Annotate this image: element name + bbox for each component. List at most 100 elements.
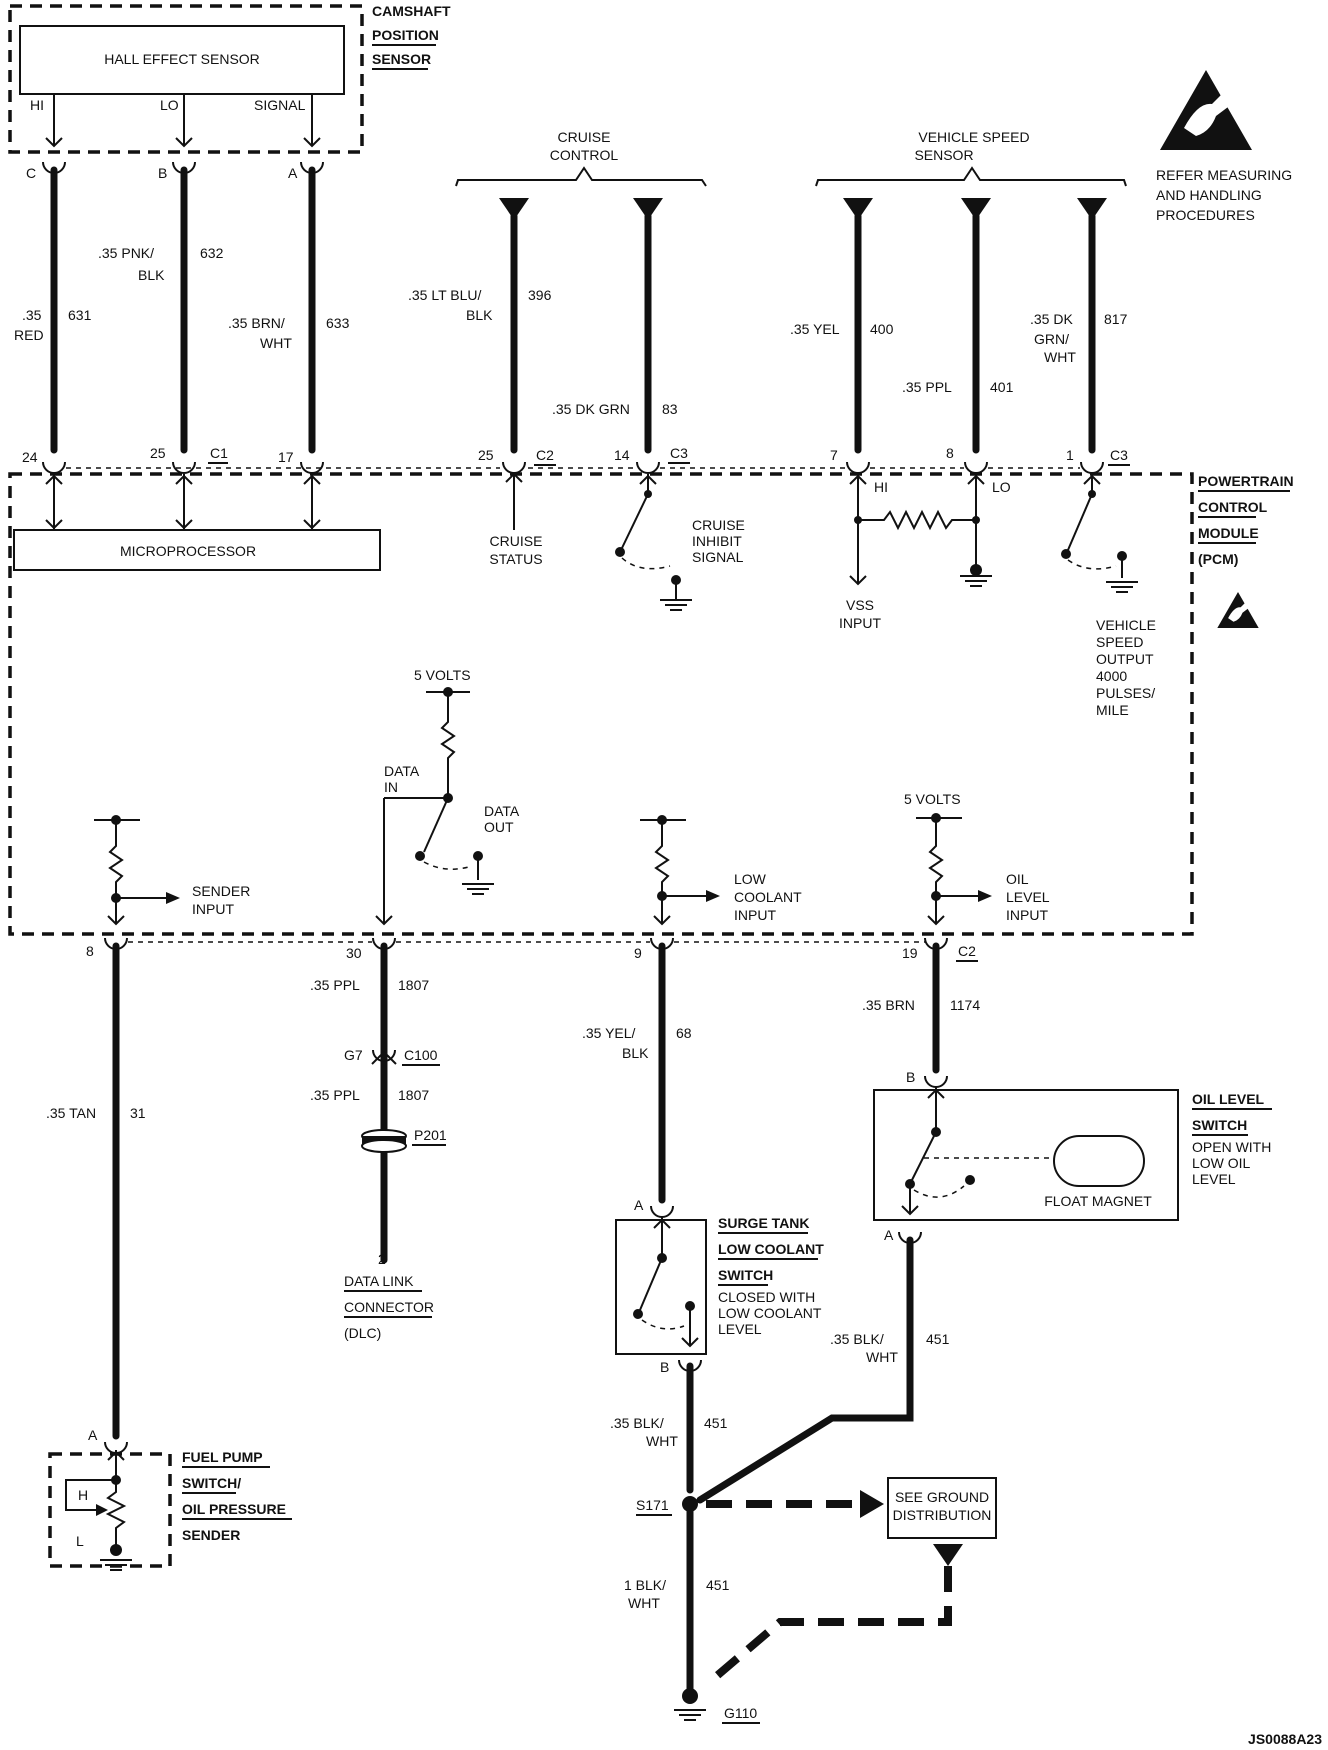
see-ground-2: DISTRIBUTION bbox=[893, 1507, 992, 1523]
wire-401-label: .35 PPL bbox=[902, 379, 952, 395]
wire-633-circuit: 633 bbox=[326, 315, 350, 331]
pcm-pin-24: 24 bbox=[22, 449, 38, 465]
sender-input-1: SENDER bbox=[192, 883, 250, 899]
wire-31-circuit: 31 bbox=[130, 1105, 146, 1121]
connector-c2-bottom: C2 bbox=[958, 943, 976, 959]
wire-31-label: .35 TAN bbox=[46, 1105, 96, 1121]
wire-451-oil-color: WHT bbox=[866, 1349, 898, 1365]
five-volts-oil-label: 5 VOLTS bbox=[904, 791, 961, 807]
vss-out-1: VEHICLE bbox=[1096, 617, 1156, 633]
cmp-conn-c: C bbox=[26, 165, 36, 181]
connector-c2-top: C2 bbox=[536, 447, 554, 463]
cmp-pin-hi: HI bbox=[30, 97, 44, 113]
wire-451-ground-circuit: 451 bbox=[706, 1577, 730, 1593]
vss-hi: HI bbox=[874, 479, 888, 495]
data-link-connector: .35 PPL 1807 G7 C100 .35 PPL 1807 P201 2… bbox=[310, 942, 447, 1341]
cruise-inhibit-1: CRUISE bbox=[692, 517, 745, 533]
wire-1174-label: .35 BRN bbox=[862, 997, 915, 1013]
float-magnet-label: FLOAT MAGNET bbox=[1044, 1193, 1152, 1209]
pcm-title-4: (PCM) bbox=[1198, 551, 1238, 567]
pcm-pin-17: 17 bbox=[278, 449, 294, 465]
cruise-title-2: CONTROL bbox=[550, 147, 619, 163]
fuel-pump-pin-a: A bbox=[88, 1427, 98, 1443]
coolant-note-2: LOW COOLANT bbox=[718, 1305, 822, 1321]
wire-817-size: .35 DK bbox=[1030, 311, 1073, 327]
cmp-title-3: SENSOR bbox=[372, 51, 431, 67]
data-out-2: OUT bbox=[484, 819, 514, 835]
oil-pin-b: B bbox=[906, 1069, 915, 1085]
five-volts-label: 5 VOLTS bbox=[414, 667, 471, 683]
esd-note-1: REFER MEASURING bbox=[1156, 167, 1292, 183]
esd-warning-icon bbox=[1160, 70, 1252, 150]
vss-input-1: VSS bbox=[846, 597, 874, 613]
vss-input-2: INPUT bbox=[839, 615, 881, 631]
fuel-pump-title-1: FUEL PUMP bbox=[182, 1449, 263, 1465]
pcm-pin-19: 19 bbox=[902, 945, 918, 961]
esd-note-3: PROCEDURES bbox=[1156, 207, 1255, 223]
float-magnet bbox=[1053, 1135, 1145, 1187]
wire-1807-circuit: 1807 bbox=[398, 977, 429, 993]
vss-out-4: 4000 bbox=[1096, 668, 1127, 684]
wire-633-size: .35 BRN/ bbox=[228, 315, 285, 331]
vss-title-2: SENSOR bbox=[914, 147, 973, 163]
coolant-pin-a: A bbox=[634, 1197, 644, 1213]
cruise-status-1: CRUISE bbox=[490, 533, 543, 549]
wire-396-size: .35 LT BLU/ bbox=[408, 287, 482, 303]
pcm-pin-25-c2: 25 bbox=[478, 447, 494, 463]
wire-632-circuit: 632 bbox=[200, 245, 224, 261]
pcm-title-2: CONTROL bbox=[1198, 499, 1268, 515]
low-coolant-input-1: LOW bbox=[734, 871, 767, 887]
pcm-title-3: MODULE bbox=[1198, 525, 1259, 541]
see-ground-1: SEE GROUND bbox=[895, 1489, 989, 1505]
vss-out-6: MILE bbox=[1096, 702, 1129, 718]
wire-401-circuit: 401 bbox=[990, 379, 1014, 395]
cmp-title-1: CAMSHAFT bbox=[372, 3, 451, 19]
connector-c3-cruise: C3 bbox=[670, 445, 688, 461]
vss-out-5: PULSES/ bbox=[1096, 685, 1155, 701]
cruise-status-2: STATUS bbox=[489, 551, 542, 567]
coolant-title-2: LOW COOLANT bbox=[718, 1241, 824, 1257]
wire-83-circuit: 83 bbox=[662, 401, 678, 417]
cruise-inhibit-2: INHIBIT bbox=[692, 533, 742, 549]
esd-note-2: AND HANDLING bbox=[1156, 187, 1262, 203]
oil-note-1: OPEN WITH bbox=[1192, 1139, 1271, 1155]
wire-451-ground-size: 1 BLK/ bbox=[624, 1577, 666, 1593]
pcm-pin-8-bottom: 8 bbox=[86, 943, 94, 959]
esd-notice: REFER MEASURING AND HANDLING PROCEDURES bbox=[1156, 70, 1292, 223]
pcm-title-1: POWERTRAIN bbox=[1198, 473, 1294, 489]
wire-68-color: BLK bbox=[622, 1045, 649, 1061]
cmp-conn-b: B bbox=[158, 165, 167, 181]
camshaft-position-sensor: HALL EFFECT SENSOR CAMSHAFT POSITION SEN… bbox=[8, 3, 451, 474]
low-coolant-input-2: COOLANT bbox=[734, 889, 802, 905]
wire-68-circuit: 68 bbox=[676, 1025, 692, 1041]
wire-817-color: GRN/ bbox=[1034, 331, 1069, 347]
wire-631-circuit: 631 bbox=[68, 307, 92, 323]
connector-c1: C1 bbox=[210, 445, 228, 461]
sender-input-2: INPUT bbox=[192, 901, 234, 917]
pcm-pin-7: 7 bbox=[830, 447, 838, 463]
wire-451-ground-color: WHT bbox=[628, 1595, 660, 1611]
pcm: POWERTRAIN CONTROL MODULE (PCM) MICROPRO… bbox=[8, 467, 1294, 962]
microprocessor-box bbox=[13, 529, 381, 571]
cmp-pin-signal: SIGNAL bbox=[254, 97, 306, 113]
wire-451-coolant-color: WHT bbox=[646, 1433, 678, 1449]
fuel-pump-switch: .35 TAN 31 A H L FUEL PUMP SWITCH/ OIL P… bbox=[46, 942, 292, 1571]
hall-effect-sensor-box bbox=[19, 25, 345, 95]
wire-451-coolant-circuit: 451 bbox=[704, 1415, 728, 1431]
vehicle-speed-sensor: VEHICLE SPEED SENSOR .35 YEL 400 .35 PPL… bbox=[790, 129, 1156, 718]
wire-817-color2: WHT bbox=[1044, 349, 1076, 365]
oil-level-input-1: OIL bbox=[1006, 871, 1029, 887]
wire-400-label: .35 YEL bbox=[790, 321, 840, 337]
fuel-pump-title-4: SENDER bbox=[182, 1527, 240, 1543]
fuel-pump-l: L bbox=[76, 1533, 84, 1549]
coolant-title-1: SURGE TANK bbox=[718, 1215, 810, 1231]
pcm-pin-30: 30 bbox=[346, 945, 362, 961]
oil-level-switch: .35 BRN 1174 B FLOAT MAGNET OIL LEVEL SW… bbox=[696, 942, 1272, 1504]
vss-out-2: SPEED bbox=[1096, 634, 1143, 650]
wire-400-circuit: 400 bbox=[870, 321, 894, 337]
vss-title-1: VEHICLE SPEED bbox=[918, 129, 1029, 145]
wire-1807b-circuit: 1807 bbox=[398, 1087, 429, 1103]
oil-note-3: LEVEL bbox=[1192, 1171, 1236, 1187]
cmp-pin-lo: LO bbox=[160, 97, 179, 113]
pcm-pin-8: 8 bbox=[946, 445, 954, 461]
